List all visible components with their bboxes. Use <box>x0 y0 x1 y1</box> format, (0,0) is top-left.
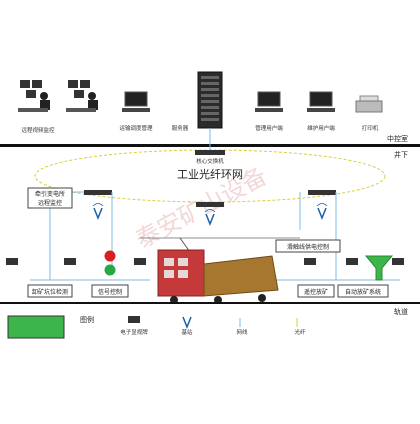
legend-swatch <box>7 315 65 339</box>
track-line <box>0 302 420 304</box>
ring-switch-left-icon <box>84 190 112 195</box>
electric-locomotive-icon <box>157 237 205 297</box>
signal-green-light <box>104 264 116 276</box>
device-label-server: 服务器 <box>172 124 189 132</box>
core-switch-label: 核心交换机 <box>196 157 224 165</box>
display-sign-icon <box>134 258 146 265</box>
ring-label: 工业光纤环网 <box>177 167 243 181</box>
legend-item-network: 网线 <box>236 328 248 336</box>
ore-wagon-icon <box>170 255 279 304</box>
ring-switch-right-icon <box>308 190 336 195</box>
printer-icon <box>355 95 383 113</box>
track-label: 轨道 <box>394 307 408 316</box>
auto-release-box <box>337 284 389 298</box>
zone-label-control-room: 中控室 <box>387 134 408 143</box>
device-label-mgmt: 管理用户端 <box>255 124 283 132</box>
display-sign-icon <box>392 258 404 265</box>
unload-detect-label: 卸矿坑位检测 <box>32 288 68 296</box>
traction-substation-label-1: 牵引变电所 <box>35 190 65 198</box>
mgmt-pc-icon <box>255 91 283 112</box>
legend-base-station-icon <box>182 316 192 330</box>
base-station-icon <box>316 203 328 221</box>
server-rack-icon <box>197 71 223 129</box>
trolley-power-box <box>275 239 341 253</box>
device-label-printer: 打印机 <box>362 124 379 132</box>
remote-release-box <box>297 284 335 298</box>
device-label-remote-video: 远程视频监控 <box>21 126 55 134</box>
device-label-dispatch: 运输调度管理 <box>119 124 153 132</box>
signal-control-box <box>91 284 129 298</box>
display-sign-icon <box>304 258 316 265</box>
legend-item-display-sign: 电子显视牌 <box>120 328 148 336</box>
traction-substation-label-2: 远程监控 <box>38 199 62 207</box>
zone-label-underground: 井下 <box>394 150 408 159</box>
display-sign-icon <box>346 258 358 265</box>
remote-release-label: 遥控放矿 <box>304 288 328 296</box>
dispatch-pc-icon <box>122 91 150 112</box>
trolley-power-label: 滑触线供电控制 <box>287 243 329 251</box>
unload-detect-box <box>27 284 73 298</box>
device-label-maint: 维护用户端 <box>307 124 335 132</box>
maint-pc-icon <box>307 91 335 112</box>
ring-switch-center-icon <box>196 202 224 207</box>
display-sign-icon <box>64 258 76 265</box>
legend-item-base-station: 基站 <box>181 328 193 336</box>
display-sign-icon <box>6 258 18 265</box>
legend-item-fiber: 光纤 <box>294 328 306 336</box>
signal-control-label: 信号控制 <box>98 288 122 296</box>
auto-release-label: 自动放矿系统 <box>345 288 381 296</box>
legend-title: 图例 <box>80 315 94 324</box>
traction-substation-box <box>27 187 73 209</box>
base-station-icon <box>92 203 104 221</box>
signal-red-light <box>104 250 116 262</box>
ore-hopper-icon <box>364 255 394 281</box>
legend-display-sign-icon <box>128 316 140 323</box>
core-switch-icon <box>195 150 225 155</box>
dispatch-station-icon-a <box>66 80 98 112</box>
video-monitor-station-icon <box>18 80 50 112</box>
base-station-icon <box>204 209 216 227</box>
